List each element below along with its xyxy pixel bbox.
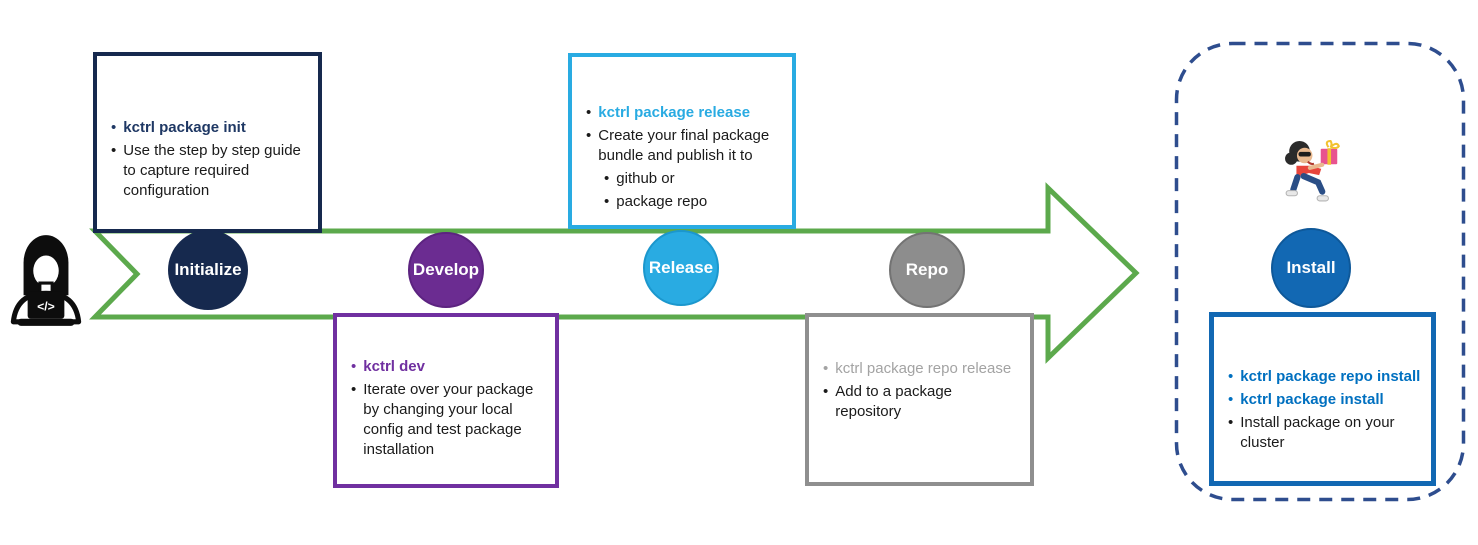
stage-label: Install [1286,258,1336,277]
bullet-text: Create your final package bundle and pub… [598,127,770,164]
bullet-text: kctrl package repo install [1240,368,1421,385]
sunglasses-shape [1298,151,1311,157]
repo-detail-box: • kctrl package repo release • Add to a … [805,313,1034,486]
bullet-text: Iterate over your package by changing yo… [363,381,534,458]
bullet-item: • Create your final package bundle and p… [586,126,782,166]
bullet-item: • kctrl package init [111,118,308,138]
coder-person-graphic: </> [10,235,82,326]
bullet-dot: • [604,193,610,210]
bullet-dot: • [1228,391,1234,408]
bullet-text: kctrl package install [1240,391,1384,408]
stage-circle-install: Install [1271,228,1351,308]
bullet-text: package repo [616,193,708,210]
legs-shape [1290,173,1326,195]
bullet-text: Use the step by step guide to capture re… [123,142,301,199]
bullet-item: • kctrl package install [1228,390,1421,410]
stage-circle-release: Release [643,230,719,306]
hair-shape [1285,152,1298,165]
bullet-dot: • [111,142,117,159]
bullet-item: • kctrl package repo install [1228,367,1421,387]
stage-label: Release [648,258,714,277]
bullet-dot: • [1228,368,1234,385]
coder-person-icon: </> [6,230,86,337]
bullet-dot: • [586,127,592,144]
stage-label: Develop [412,260,480,279]
initialize-detail-box: • kctrl package init • Use the step by s… [93,52,322,233]
bullet-item: • Add to a package repository [823,382,1020,422]
bullet-dot: • [351,358,357,375]
bullet-text: kctrl dev [363,358,425,375]
bullet-item: • Install package on your cluster [1228,413,1421,453]
stage-label: Repo [905,260,949,279]
laptop-base [17,318,75,326]
bullet-dot: • [351,381,357,398]
bullet-item: • kctrl dev [351,357,545,377]
bullet-dot: • [1228,414,1234,431]
mouth-shape [1307,160,1315,166]
sub-bullet-item: • package repo [604,192,782,212]
develop-detail-box: • kctrl dev • Iterate over your package … [333,313,559,488]
arm-shape [1307,162,1325,170]
bullet-text: Install package on your cluster [1240,414,1395,451]
install-detail-box: • kctrl package repo install • kctrl pac… [1209,312,1436,486]
bullet-text: kctrl package init [123,119,246,136]
gift-bow-shape [1325,139,1340,150]
shoe-shape [1316,195,1329,202]
bullet-text: kctrl package repo release [835,360,1012,377]
bullet-dot: • [823,383,829,400]
gift-runner-graphic [1285,139,1340,202]
bullet-dot: • [111,119,117,136]
release-detail-box: • kctrl package release • Create your fi… [568,53,796,229]
stage-circle-develop: Develop [408,232,484,308]
shoe-shape [1285,190,1298,197]
bullet-item: • Iterate over your package by changing … [351,380,545,460]
stage-circle-initialize: Initialize [168,230,248,310]
bullet-item: • kctrl package repo release [823,359,1020,379]
bullet-text: Add to a package repository [835,383,953,420]
install-zone-outline [1174,41,1466,502]
bullet-dot: • [823,360,829,377]
stage-label: Initialize [174,260,242,279]
person-carrying-gift-icon [1283,138,1345,211]
bullet-item: • kctrl package release [586,103,782,123]
bullet-dot: • [586,104,592,121]
bullet-dot: • [604,170,610,187]
stage-circle-repo: Repo [889,232,965,308]
face-shape [33,255,59,287]
code-glyph: </> [37,300,55,314]
sub-bullet-item: • github or [604,169,782,189]
bullet-text: kctrl package release [598,104,751,121]
bullet-item: • Use the step by step guide to capture … [111,141,308,201]
laptop-screen [27,291,65,319]
bullet-text: github or [616,170,675,187]
gift-ribbon-shape [1327,148,1332,165]
